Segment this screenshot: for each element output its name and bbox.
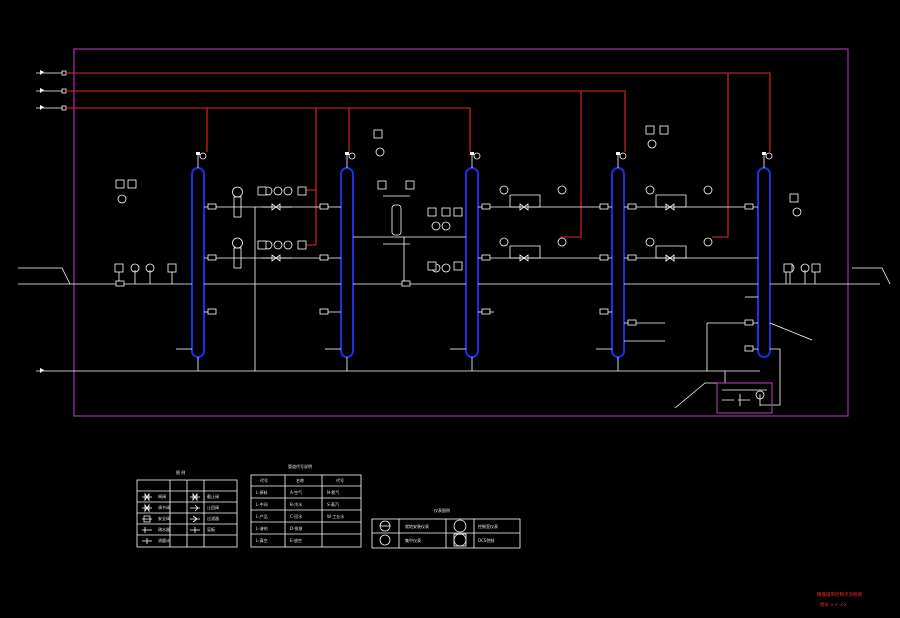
legend-pipes-h1: 代号 [260, 477, 268, 483]
legend-valve-r4c2: 盲板 [207, 526, 215, 532]
legend-pipes-r5c2: E-放空 [290, 537, 302, 543]
legend-valve-r5c1: 流量计 [158, 537, 170, 543]
legend-pipes-table: 管道代号说明 代号 名称 代号 L-原料 A-空气 N-氮气 L-中间 B-冷水… [250, 463, 362, 548]
drawing-title: 精馏塔带控制点流程图 [817, 591, 862, 598]
equipment [232, 186, 410, 269]
legend-instr-4: DCS控制 [478, 537, 494, 543]
legend-pipes-r4c2: D-排放 [290, 525, 303, 531]
legend-pipes-r2c3: S-蒸汽 [327, 501, 339, 507]
legend-pipes-r2c1: L-中间 [256, 501, 268, 507]
column-4 [611, 167, 625, 358]
legend-pipes-r1c1: L-原料 [256, 489, 268, 495]
instrument-bubbles [117, 139, 810, 273]
instrument-squares [114, 125, 821, 273]
legend-valve-r3c2: 过滤器 [207, 515, 219, 521]
legend-valve-r4c1: 疏水器 [158, 526, 170, 532]
legend-valve-r1c1: 闸阀 [158, 493, 166, 499]
package-unit [716, 382, 773, 414]
legend-pipes-r3c1: L-产品 [256, 513, 268, 519]
legend-instruments-title: 仪表图例 [434, 507, 450, 513]
legend-pipes-h2: 名称 [296, 477, 304, 483]
column-5 [757, 167, 771, 358]
battery-limit-frame [73, 48, 849, 417]
column-3 [465, 167, 479, 358]
legend-pipes-r3c3: W-工业水 [327, 513, 344, 519]
legend-pipes-title: 管道代号说明 [288, 463, 312, 469]
legend-valve-r2c2: 止回阀 [207, 504, 219, 510]
utility-headers [36, 70, 771, 246]
legend-pipes-r5c1: L-真空 [256, 537, 268, 543]
legend-instr-3: 控制室仪表 [478, 523, 498, 529]
control-valve-stations [262, 194, 687, 262]
column-2 [340, 167, 354, 358]
legend-instruments-table: 仪表图例 就地安装仪表 集中仪表 控制室仪表 DCS控制 [371, 507, 521, 549]
legend-valve-r3c1: 安全阀 [158, 515, 170, 521]
process-lines [18, 206, 880, 409]
legend-pipes-r1c3: N-氮气 [327, 489, 339, 495]
column-1 [191, 167, 205, 358]
legend-valve-r2c1: 调节阀 [158, 504, 170, 510]
legend-valves-title: 图 例 [176, 469, 185, 475]
legend-instr-1: 就地安装仪表 [405, 523, 429, 529]
distillation-columns [191, 167, 771, 358]
legend-pipes-r4c1: L-溶剂 [256, 525, 268, 531]
legend-instr-2: 集中仪表 [405, 537, 421, 543]
legend-valve-r1c2: 截止阀 [207, 493, 219, 499]
legend-valves-table: 图 例 闸阀 截止阀 调节阀 止回阀 安全阀 过滤器 疏水器 盲板 流量计 [136, 469, 238, 548]
legend-pipes-r2c2: B-冷水 [290, 501, 302, 507]
drawing-number: 图号 ××-×× [820, 602, 847, 608]
title-block: 精馏塔带控制点流程图 图号 ××-×× [817, 591, 862, 608]
legend-pipes-r3c2: C-回水 [290, 513, 302, 519]
legend-pipes-h3: 代号 [336, 477, 344, 483]
legend-pipes-r1c2: A-空气 [290, 489, 302, 495]
